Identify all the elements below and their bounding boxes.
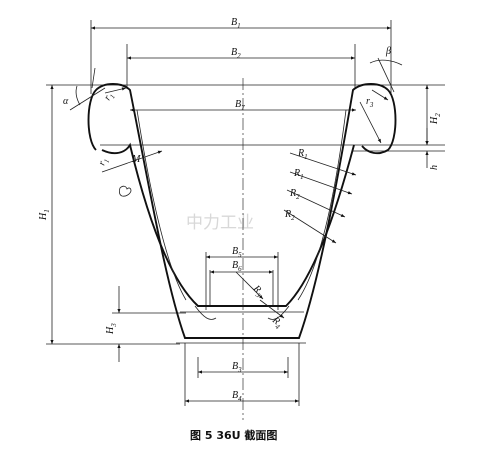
- r3-leader: [359, 101, 382, 144]
- beta-angle-line: [377, 57, 395, 93]
- alpha-angle-line: [69, 87, 106, 111]
- r4-fillet: [267, 305, 290, 320]
- outer-profile: [87, 83, 397, 339]
- r3-label: r3: [366, 96, 374, 109]
- r2a-leader: [286, 189, 346, 218]
- r4-leader: [259, 299, 285, 319]
- beta-label: β: [385, 46, 391, 57]
- alpha-label: α: [63, 96, 69, 107]
- r2b-leader: [283, 209, 337, 244]
- r3-fillet: [194, 305, 217, 320]
- r2b-label: R2: [284, 209, 295, 222]
- figure-caption: 图 5 36U 截面图: [190, 428, 277, 442]
- r1-mid-label: r1: [96, 156, 111, 167]
- watermark-text: 中力工业: [186, 213, 254, 233]
- m-label: M: [131, 154, 141, 165]
- r3-bottom-leader: [235, 271, 264, 300]
- hand-mark-icon: [119, 185, 132, 197]
- inner-profile: [101, 142, 355, 307]
- r1-left-label: r1: [102, 91, 117, 104]
- b3-label: B3: [232, 361, 242, 374]
- r1a-leader: [289, 152, 357, 176]
- h1-label: H1: [38, 209, 51, 221]
- r1b-leader: [289, 171, 353, 195]
- right-inner-arc: [297, 109, 347, 301]
- alpha-arc: [75, 85, 81, 106]
- b4-label: B4: [232, 390, 242, 403]
- b6-label: B6: [232, 260, 242, 273]
- h3-label: H3: [105, 323, 118, 335]
- b2-label: B2: [231, 47, 241, 60]
- r2a-label: R2: [289, 188, 300, 201]
- r3-bottom-label: R3: [249, 283, 266, 300]
- r1-right-leader: [371, 89, 389, 101]
- h2-label: H2: [429, 113, 442, 125]
- r1b-label: R1: [293, 168, 304, 181]
- m-leader: [101, 150, 163, 173]
- r1a-label: R1: [297, 148, 308, 161]
- left-inner-arc: [136, 109, 187, 301]
- b5-label: B5: [232, 246, 242, 259]
- h-label: h: [429, 165, 440, 170]
- b1-label: B1: [231, 17, 241, 30]
- b7-label: B7: [235, 99, 245, 112]
- beta-arc: [369, 59, 403, 66]
- alpha-angle-line-2: [91, 67, 96, 89]
- r1-left-leader: [104, 87, 127, 94]
